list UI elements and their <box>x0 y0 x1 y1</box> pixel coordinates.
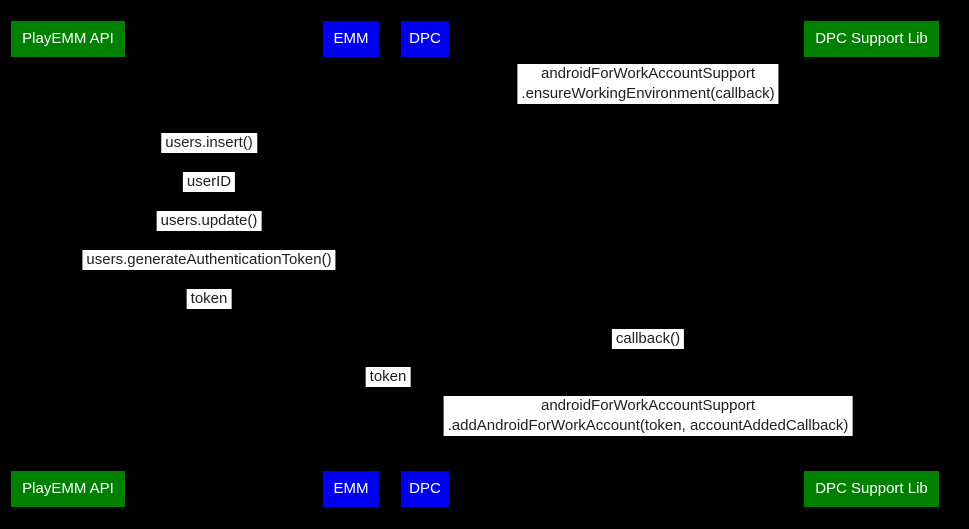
actor-playemm-api-bottom: PlayEMM API <box>11 471 125 507</box>
message-line-1: androidForWorkAccountSupport <box>541 397 755 414</box>
message-token-pass: token <box>365 367 411 387</box>
message-add-android-for-work-account: androidForWorkAccountSupport .addAndroid… <box>443 396 853 436</box>
actor-emm-top: EMM <box>323 21 379 57</box>
message-users-update: users.update() <box>156 211 262 231</box>
message-line-1: androidForWorkAccountSupport <box>540 65 755 82</box>
message-users-insert: users.insert() <box>161 133 257 153</box>
message-ensure-working-environment: androidForWorkAccountSupport .ensureWork… <box>517 64 779 104</box>
actor-dpc-support-lib-top: DPC Support Lib <box>804 21 939 57</box>
message-callback: callback() <box>611 329 685 349</box>
message-line-2: .addAndroidForWorkAccount(token, account… <box>447 417 849 434</box>
actor-playemm-api-top: PlayEMM API <box>11 21 125 57</box>
message-userid: userID <box>182 172 236 192</box>
message-token-response: token <box>186 289 232 309</box>
actor-dpc-top: DPC <box>401 21 449 57</box>
actor-dpc-bottom: DPC <box>401 471 449 507</box>
actor-emm-bottom: EMM <box>323 471 379 507</box>
actor-dpc-support-lib-bottom: DPC Support Lib <box>804 471 939 507</box>
message-generate-authentication-token: users.generateAuthenticationToken() <box>82 250 336 270</box>
message-line-2: .ensureWorkingEnvironment(callback) <box>521 85 775 102</box>
